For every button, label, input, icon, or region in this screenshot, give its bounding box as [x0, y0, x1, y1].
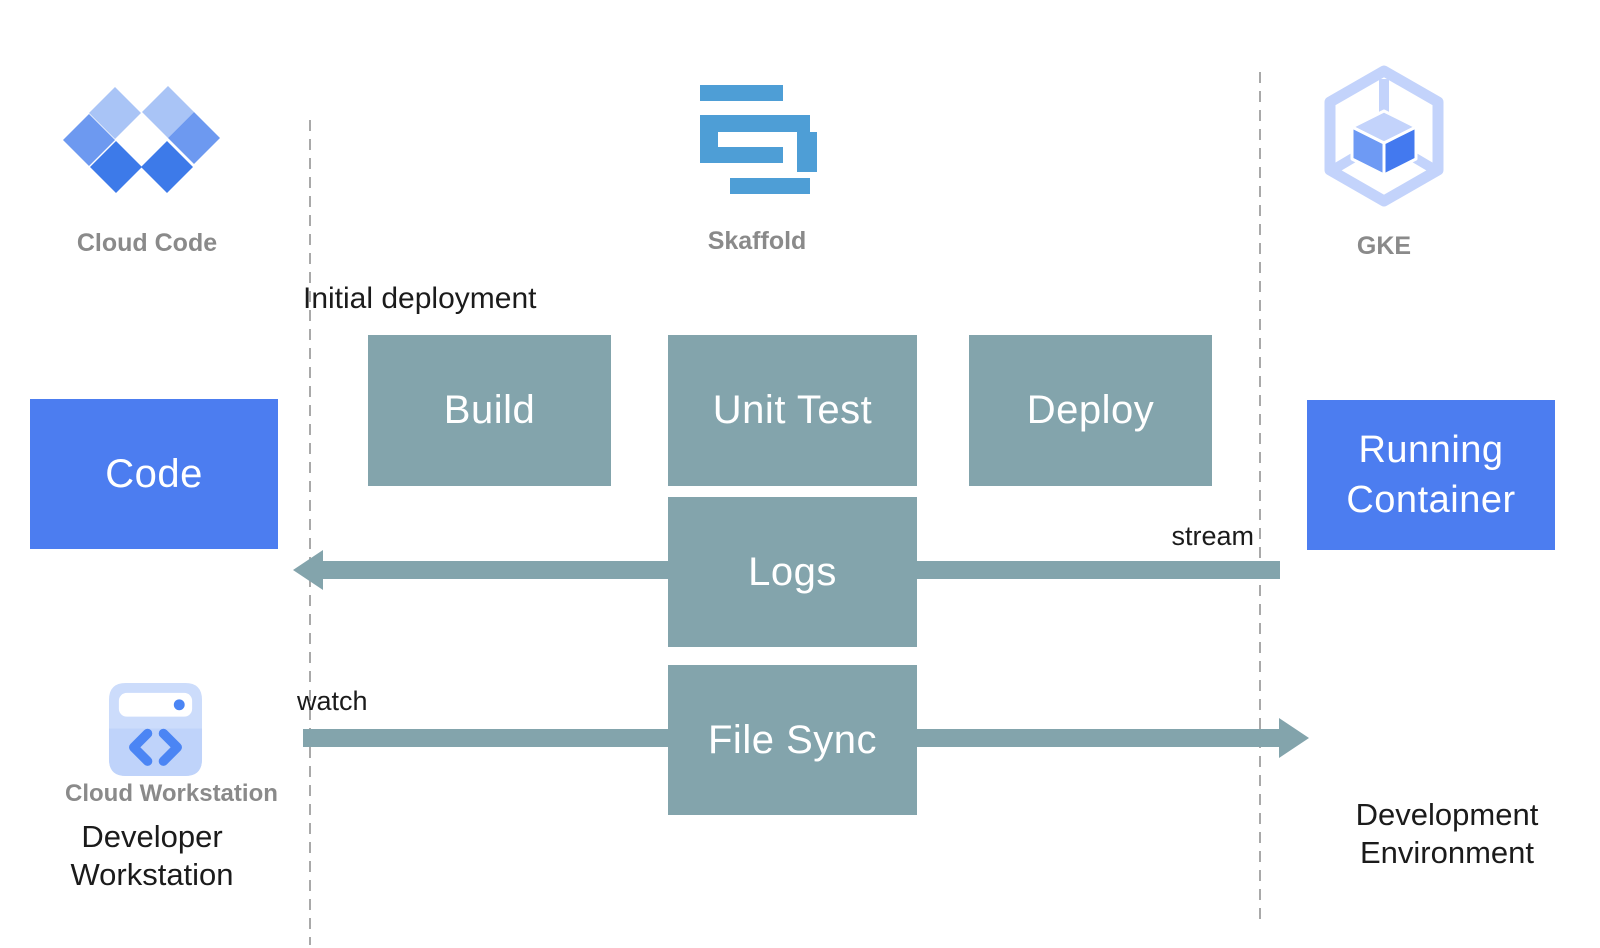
unit-test-box: Unit Test — [668, 335, 917, 486]
skaffold-icon — [700, 85, 817, 194]
build-box-label: Build — [443, 388, 536, 432]
developer-workstation-label: Developer Workstation — [2, 818, 302, 894]
running-container-line2: Container — [1346, 479, 1516, 521]
running-container-line1: Running — [1358, 429, 1504, 471]
code-box-label: Code — [105, 452, 203, 496]
running-container-box: Running Container — [1307, 400, 1555, 550]
build-box: Build — [368, 335, 611, 486]
left-lane-divider — [309, 120, 311, 945]
watch-label: watch — [297, 686, 368, 716]
cloud-code-icon — [63, 86, 220, 193]
cloud-workstation-caption: Cloud Workstation — [65, 780, 278, 807]
development-environment-label: Development Environment — [1297, 796, 1597, 872]
deploy-box-label: Deploy — [1026, 388, 1155, 432]
cloud-code-caption: Cloud Code — [76, 229, 218, 257]
file-sync-box-label: File Sync — [708, 717, 877, 762]
code-box: Code — [30, 399, 278, 549]
logs-box: Logs — [668, 497, 917, 647]
watch-arrowhead-icon — [1279, 718, 1309, 758]
unit-test-box-label: Unit Test — [712, 388, 873, 432]
stream-arrowhead-icon — [293, 550, 323, 590]
gke-caption: GKE — [1356, 232, 1412, 260]
stream-label: stream — [1171, 521, 1254, 551]
initial-deployment-label: Initial deployment — [303, 282, 537, 315]
right-lane-divider — [1259, 72, 1261, 925]
deploy-box: Deploy — [969, 335, 1212, 486]
cloud-workstation-icon — [108, 682, 203, 777]
file-sync-box: File Sync — [668, 665, 917, 815]
development-environment-line1: Development — [1355, 797, 1539, 832]
logs-box-label: Logs — [748, 549, 837, 594]
skaffold-caption: Skaffold — [707, 227, 807, 255]
developer-workstation-line1: Developer — [81, 819, 223, 854]
developer-workstation-line2: Workstation — [70, 857, 234, 892]
gke-icon — [1324, 65, 1444, 207]
development-environment-line2: Environment — [1359, 835, 1535, 870]
